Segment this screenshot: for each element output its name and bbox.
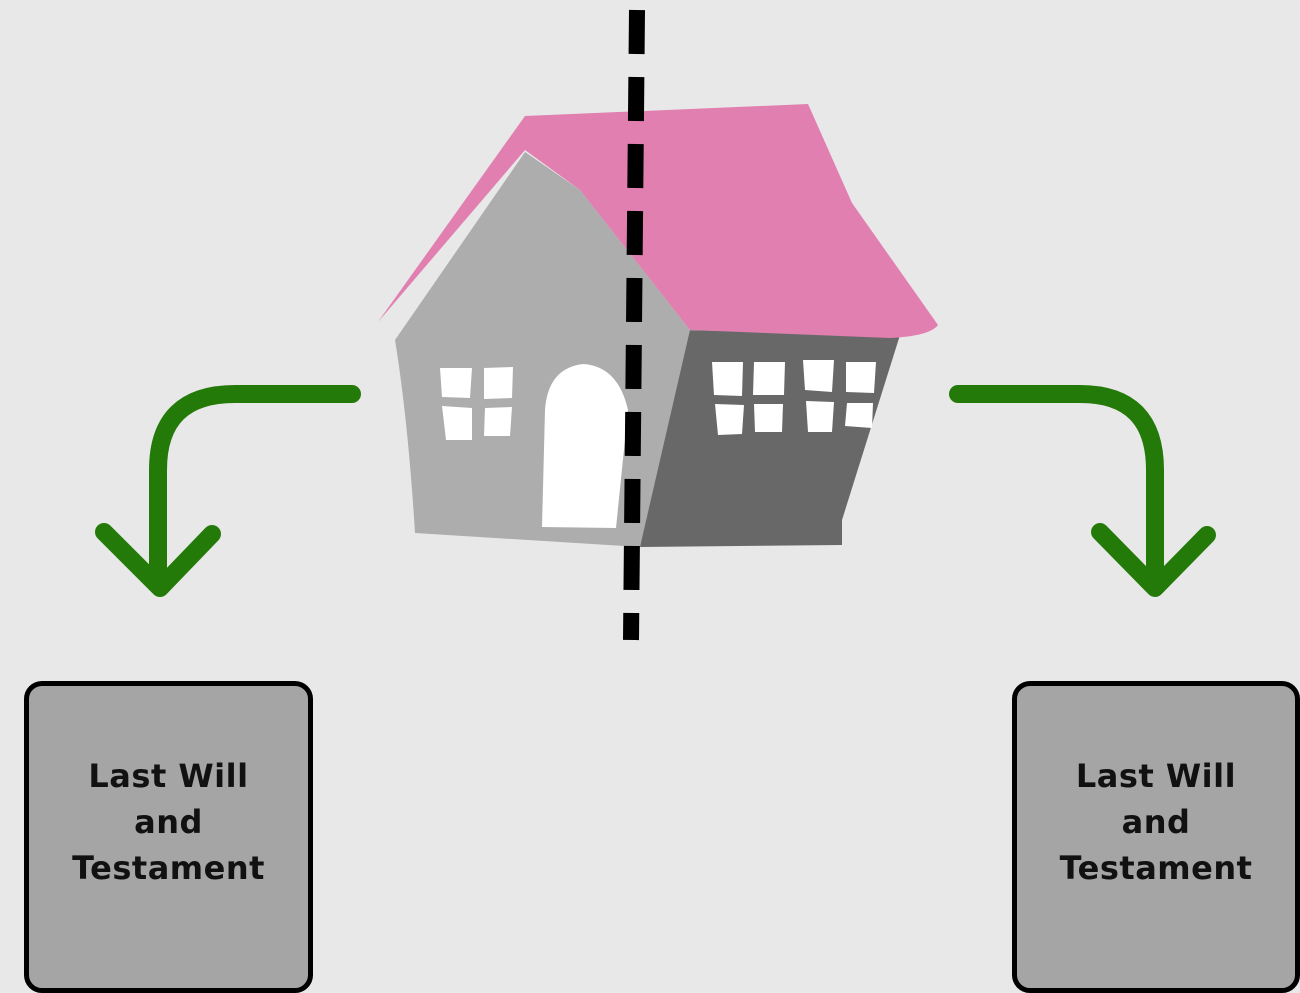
house-side-windows <box>712 360 876 435</box>
split-divider <box>623 9 645 641</box>
left-will-label: Last Will and Testament <box>72 757 265 887</box>
left-will-document: Last Will and Testament <box>24 681 313 993</box>
house-side-wall <box>640 330 900 547</box>
right-will-label: Last Will and Testament <box>1059 757 1253 887</box>
right-will-document: Last Will and Testament <box>1012 681 1300 993</box>
house-roof <box>378 104 938 338</box>
arrow-down-left-icon <box>95 385 361 597</box>
arrow-down-right-icon <box>949 385 1216 597</box>
house-front-windows <box>440 367 513 440</box>
house-icon <box>378 104 938 547</box>
house-door <box>542 364 628 528</box>
